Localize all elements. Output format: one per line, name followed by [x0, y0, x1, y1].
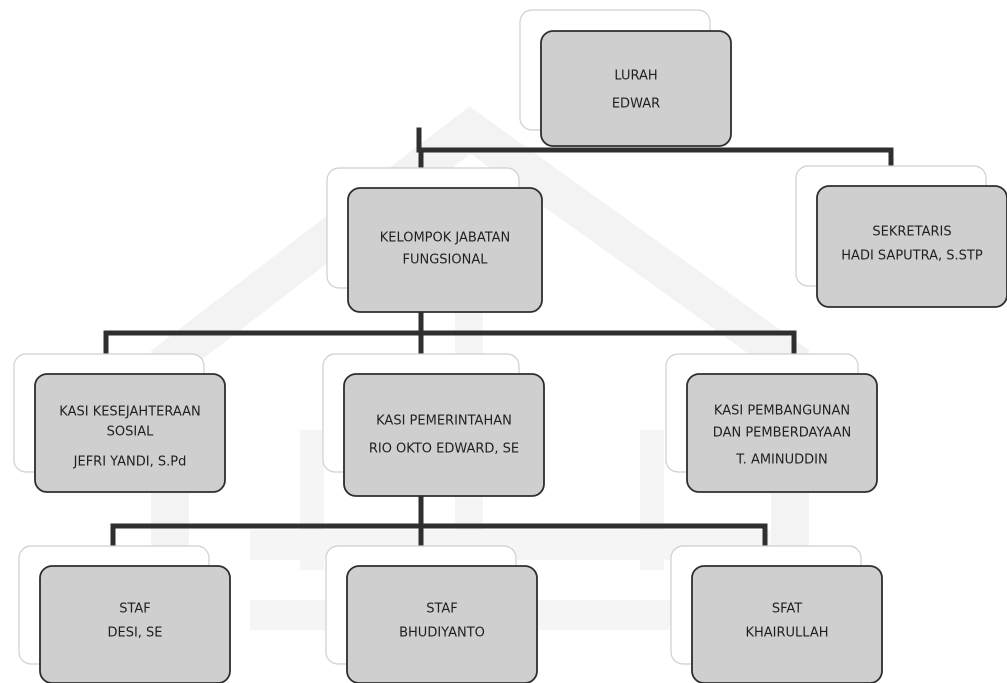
- node-staf-bhudiyanto-card: [346, 565, 538, 683]
- connector-top-level-bar: [416, 147, 894, 173]
- node-kasi-pembangunan-line-1: KASI PEMBANGUNAN: [714, 404, 850, 419]
- node-kasi-pembangunan-line-2: DAN PEMBERDAYAAN: [713, 426, 851, 441]
- node-kasi-pemerintahan: KASI PEMERINTAHAN RIO OKTO EDWARD, SE: [322, 353, 545, 497]
- node-staf-khairullah-line-1: SFAT: [772, 602, 802, 617]
- node-kasi-pemerintahan-line-1: KASI PEMERINTAHAN: [376, 414, 512, 429]
- node-staf-desi-line-1: STAF: [119, 602, 151, 617]
- node-sekretaris-card: [816, 185, 1007, 308]
- node-kasi-kesejahteraan-line-2: SOSIAL: [107, 425, 154, 440]
- node-staf-bhudiyanto-line-2: BHUDIYANTO: [399, 626, 485, 641]
- connectors: [103, 127, 894, 551]
- node-kasi-pemerintahan-card: [343, 373, 545, 497]
- node-kelompok-line-1: KELOMPOK JABATAN: [380, 231, 511, 246]
- node-kasi-kesejahteraan-card: [34, 373, 226, 493]
- node-staf-bhudiyanto: STAF BHUDIYANTO: [325, 545, 538, 683]
- node-staf-bhudiyanto-line-1: STAF: [426, 602, 458, 617]
- node-staf-khairullah: SFAT KHAIRULLAH: [670, 545, 883, 683]
- node-kasi-pembangunan-dan-pemberdayaan: KASI PEMBANGUNAN DAN PEMBERDAYAAN T. AMI…: [665, 353, 878, 493]
- node-sekretaris-line-1: SEKRETARIS: [872, 225, 951, 240]
- node-kasi-pemerintahan-line-2: RIO OKTO EDWARD, SE: [369, 442, 519, 457]
- node-kasi-pembangunan-card: [686, 373, 878, 493]
- node-lurah: LURAH EDWAR: [519, 9, 732, 147]
- node-kasi-kesejahteraan-sosial: KASI KESEJAHTERAAN SOSIAL JEFRI YANDI, S…: [13, 353, 226, 493]
- node-kelompok-card: [347, 187, 543, 313]
- node-staf-desi-card: [39, 565, 231, 683]
- node-kelompok-jabatan-fungsional: KELOMPOK JABATAN FUNGSIONAL: [326, 167, 543, 313]
- node-layer: LURAH EDWAR KELOMPOK JABATAN FUNGSIONAL …: [13, 9, 1007, 683]
- node-staf-khairullah-card: [691, 565, 883, 683]
- node-staf-desi: STAF DESI, SE: [18, 545, 231, 683]
- node-lurah-card: [540, 30, 732, 147]
- node-kasi-pembangunan-line-3: T. AMINUDDIN: [735, 453, 827, 468]
- node-kelompok-line-2: FUNGSIONAL: [403, 253, 489, 268]
- node-staf-desi-line-2: DESI, SE: [107, 626, 162, 641]
- node-sekretaris: SEKRETARIS HADI SAPUTRA, S.STP: [795, 165, 1007, 308]
- node-lurah-line-1: LURAH: [614, 69, 657, 84]
- node-lurah-line-2: EDWAR: [612, 97, 660, 112]
- node-kasi-kesejahteraan-line-1: KASI KESEJAHTERAAN: [59, 405, 200, 420]
- node-sekretaris-line-2: HADI SAPUTRA, S.STP: [841, 249, 983, 264]
- node-kasi-kesejahteraan-line-3: JEFRI YANDI, S.Pd: [73, 455, 187, 470]
- node-staf-khairullah-line-2: KHAIRULLAH: [745, 626, 828, 641]
